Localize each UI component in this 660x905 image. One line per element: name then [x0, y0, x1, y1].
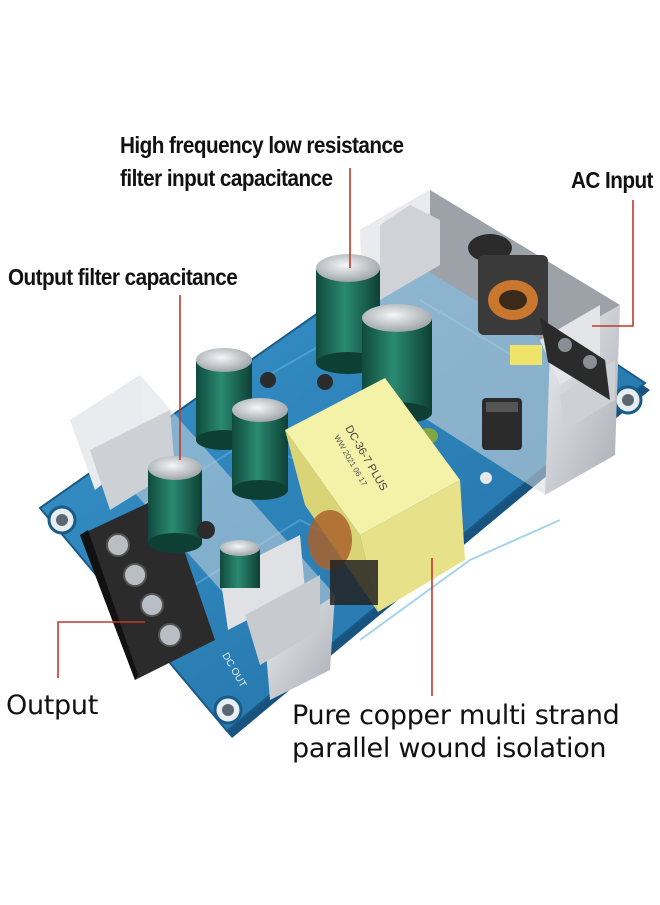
label-filter-input-line2: filter input capacitance [120, 165, 333, 191]
mounting-hole-icon [47, 385, 643, 725]
heatsink-left [70, 375, 335, 700]
label-output: Output [6, 690, 98, 721]
label-isolation-line1: Pure copper multi strand [292, 700, 620, 731]
label-ac-input: AC Input [571, 167, 653, 193]
leader-ac-input [592, 200, 634, 327]
small-components [197, 372, 492, 539]
output-terminal [80, 495, 215, 680]
leader-lines [57, 168, 634, 696]
label-output-filter: Output filter capacitance [8, 264, 238, 290]
label-isolation-line2: parallel wound isolation [292, 733, 607, 764]
output-capacitors [148, 348, 288, 588]
label-filter-input-line1: High frequency low resistance [120, 132, 404, 158]
leader-output [57, 621, 145, 678]
screw-terminal-icon [106, 533, 182, 647]
ac-input-filter [468, 234, 548, 365]
rectifier [482, 398, 522, 450]
transformer: DC-36-7 PLUS WW 2021 06 17 [285, 378, 465, 612]
ac-input-terminal [540, 318, 610, 400]
